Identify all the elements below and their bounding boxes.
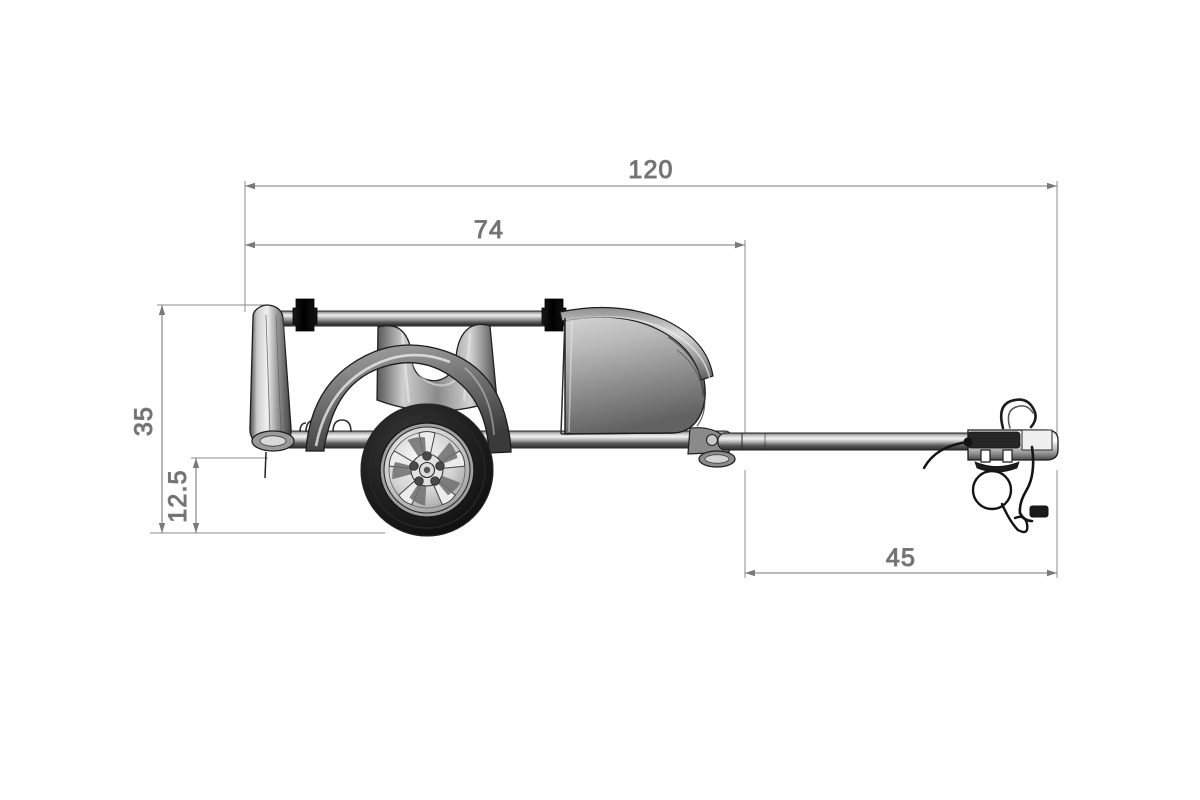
dimension-body-length: 74	[245, 215, 745, 249]
arrow-45-right	[1047, 569, 1057, 577]
dimension-label-body-length: 74	[474, 216, 504, 244]
coupler-handle	[999, 398, 1037, 430]
dimension-drawbar-length: 45	[745, 543, 1057, 577]
dimension-overall-height: 35	[129, 305, 166, 533]
rack-clamp-front	[541, 298, 567, 332]
coupler-head	[967, 429, 1059, 473]
extension-lines	[150, 181, 1058, 578]
rear-upright-post	[249, 304, 295, 479]
arrow-35-top	[158, 305, 166, 315]
post-pin	[264, 451, 267, 479]
trailer-assembly	[249, 298, 1059, 537]
arrow-120-left	[245, 182, 255, 190]
coupler-body	[967, 431, 1021, 449]
electrical-plug	[1029, 505, 1049, 518]
arrow-12-5-top	[192, 458, 200, 468]
arrow-45-left	[745, 569, 755, 577]
safety-cable	[922, 437, 1029, 534]
arrow-74-left	[245, 241, 255, 249]
fender	[305, 344, 512, 454]
arrow-74-right	[735, 241, 745, 249]
pivot-joint	[687, 427, 731, 455]
alloy-wheel	[379, 422, 475, 518]
arrow-12-5-bottom	[192, 523, 200, 533]
wheel-lug-nuts	[409, 451, 445, 486]
dimension-label-drawbar-length: 45	[886, 544, 916, 572]
reflector	[698, 450, 736, 468]
dimension-layer: 120 74 45 35 12.5	[129, 155, 1058, 578]
dimension-bed-height: 12.5	[163, 458, 200, 533]
dimension-label-overall-length: 120	[628, 156, 673, 184]
electrical-cable	[1018, 445, 1049, 523]
arrow-35-bottom	[158, 523, 166, 533]
dimension-label-bed-height: 12.5	[164, 469, 192, 522]
arrow-120-right	[1047, 182, 1057, 190]
dimension-label-overall-height: 35	[130, 406, 158, 436]
rack-clamp-rear	[292, 298, 318, 332]
dimension-overall-length: 120	[245, 155, 1057, 190]
nose-fairing	[559, 306, 714, 435]
